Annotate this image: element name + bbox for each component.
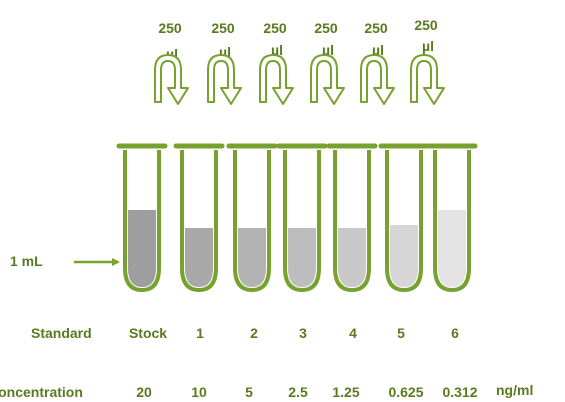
tube-outline-5: [385, 150, 423, 293]
standard-value-3: 3: [299, 325, 307, 341]
transfer-unit-5: µl: [372, 42, 384, 58]
curved-transfer-arrow-icon: [154, 54, 189, 105]
liquid-3: [288, 228, 316, 287]
transfer-volume-1: 250: [158, 20, 182, 36]
liquid-6: [438, 210, 466, 287]
transfer-6: 250 µl: [410, 17, 445, 105]
transfer-unit-3: µl: [271, 42, 283, 58]
transfer-2: 250 µl: [207, 20, 242, 105]
transfer-volume-2: 250: [211, 20, 235, 36]
standard-value-0: Stock: [129, 325, 167, 341]
tube-rack: [116, 143, 478, 293]
tube-outline-3: [283, 150, 321, 293]
liquid-1: [185, 228, 213, 287]
tube-outline-6: [433, 150, 471, 293]
concentration-value-6: 0.312: [442, 384, 477, 400]
transfer-4: 250 µl: [310, 20, 345, 105]
transfer-volume-3: 250: [263, 20, 287, 36]
standard-values-group: Stock 1 2 3 4 5 6: [129, 325, 459, 341]
tube-1: [173, 143, 225, 293]
concentration-value-0: 20: [136, 384, 152, 400]
tube-0: [116, 143, 168, 293]
liquid-2: [238, 228, 266, 287]
transfer-unit-6: µl: [422, 38, 434, 54]
transfer-volume-5: 250: [364, 20, 388, 36]
concentration-unit: ng/ml: [496, 382, 533, 398]
tube-2: [226, 143, 278, 293]
tube-5: [378, 143, 430, 293]
transfer-1: 250 µl: [154, 20, 189, 105]
liquid-4: [338, 228, 366, 287]
transfer-5: 250 µl: [360, 20, 395, 105]
liquid-5: [390, 225, 418, 287]
transfer-unit-2: µl: [219, 44, 231, 60]
standard-value-6: 6: [451, 325, 459, 341]
transfer-unit-4: µl: [322, 42, 334, 58]
curved-transfer-arrow-icon: [259, 54, 294, 105]
concentration-value-1: 10: [191, 384, 207, 400]
tube-6: [426, 143, 478, 293]
standard-value-4: 4: [349, 325, 357, 341]
transfer-arrows-group: 250 µl 250 µl 250 µl 250 µl 250 µl 250 µl: [154, 17, 445, 105]
curved-transfer-arrow-icon: [360, 54, 395, 105]
standard-value-1: 1: [196, 325, 204, 341]
concentration-value-5: 0.625: [388, 384, 423, 400]
curved-transfer-arrow-icon: [207, 54, 242, 105]
tube-4: [326, 143, 378, 293]
concentration-value-2: 5: [245, 384, 253, 400]
concentration-values-group: 20 10 5 2.5 1.25 0.625 0.312: [136, 384, 478, 400]
standard-value-5: 5: [397, 325, 405, 341]
volume-callout-label: 1 mL: [10, 253, 43, 269]
tube-outline-4: [333, 150, 371, 293]
transfer-volume-6: 250: [414, 17, 438, 33]
tube-outline-1: [180, 150, 218, 293]
transfer-3: 250 µl: [259, 20, 294, 105]
transfer-volume-4: 250: [314, 20, 338, 36]
curved-transfer-arrow-icon: [410, 54, 445, 105]
standard-value-2: 2: [250, 325, 258, 341]
tube-3: [276, 143, 328, 293]
concentration-value-4: 1.25: [332, 384, 359, 400]
liquid-0: [128, 210, 156, 287]
tube-outline-2: [233, 150, 271, 293]
concentration-row-label: Concentration: [0, 384, 83, 400]
standard-row-label: Standard: [31, 325, 92, 341]
transfer-unit-1: µl: [166, 46, 178, 62]
curved-transfer-arrow-icon: [310, 54, 345, 105]
concentration-value-3: 2.5: [288, 384, 308, 400]
tube-outline-0: [123, 150, 161, 293]
